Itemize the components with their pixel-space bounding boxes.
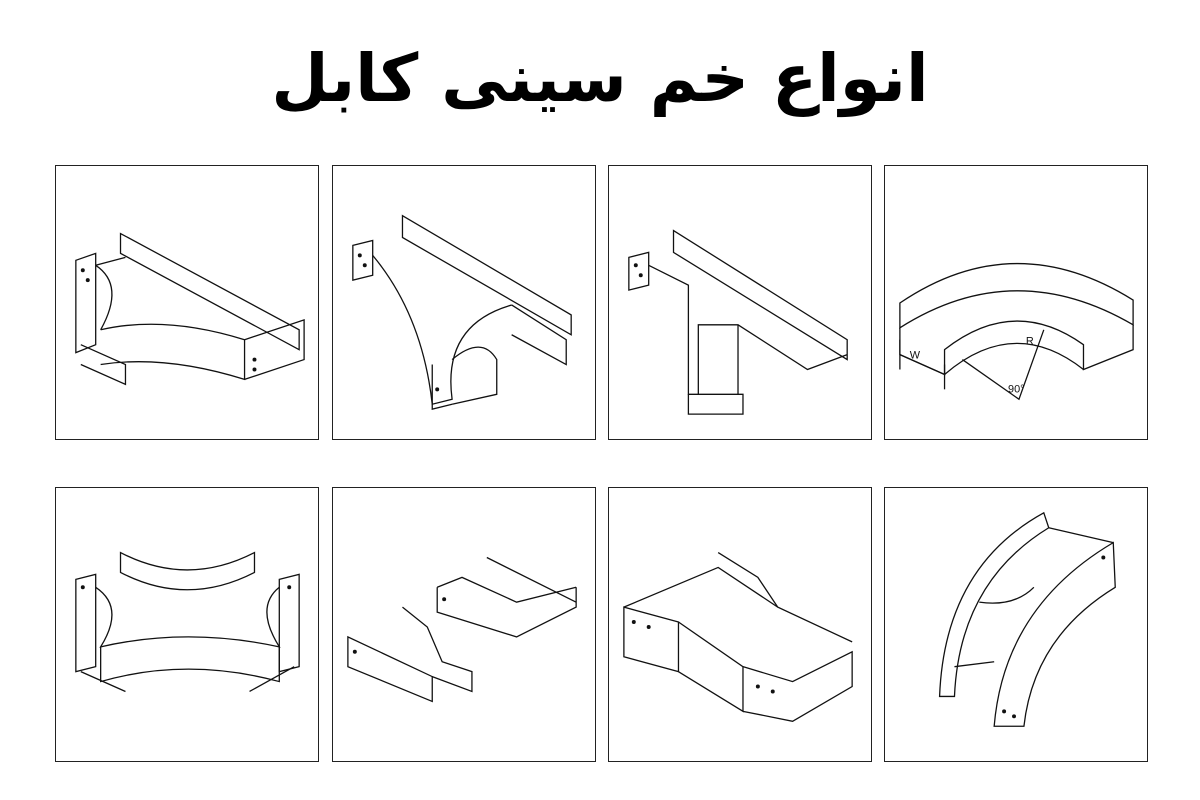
panel-wye-branch [332, 165, 596, 440]
page-title: انواع خم سینی کابل [271, 40, 929, 117]
width-label: W [910, 350, 921, 362]
panel-vertical-bend [884, 487, 1148, 762]
vertical-bend-drawing [938, 511, 1116, 727]
reducer-straight-drawing [623, 552, 853, 722]
panel-reducer-offset [332, 487, 596, 762]
panel-tee-curved [55, 165, 319, 440]
angle-label: 90° [1008, 383, 1024, 395]
horizontal-bend-drawing: W R 90° [899, 262, 1134, 401]
panel-horizontal-bend-90: W R 90° [884, 165, 1148, 440]
tee-curved-drawing [75, 232, 305, 386]
wye-branch-drawing [352, 214, 572, 411]
tee-reducing-drawing [628, 229, 848, 415]
panel-reducer-straight [608, 487, 872, 762]
cross-drawing [75, 551, 300, 693]
panel-tee-reducing [608, 165, 872, 440]
panel-cross [55, 487, 319, 762]
reducer-offset-drawing [347, 556, 577, 703]
radius-label: R [1026, 336, 1034, 348]
